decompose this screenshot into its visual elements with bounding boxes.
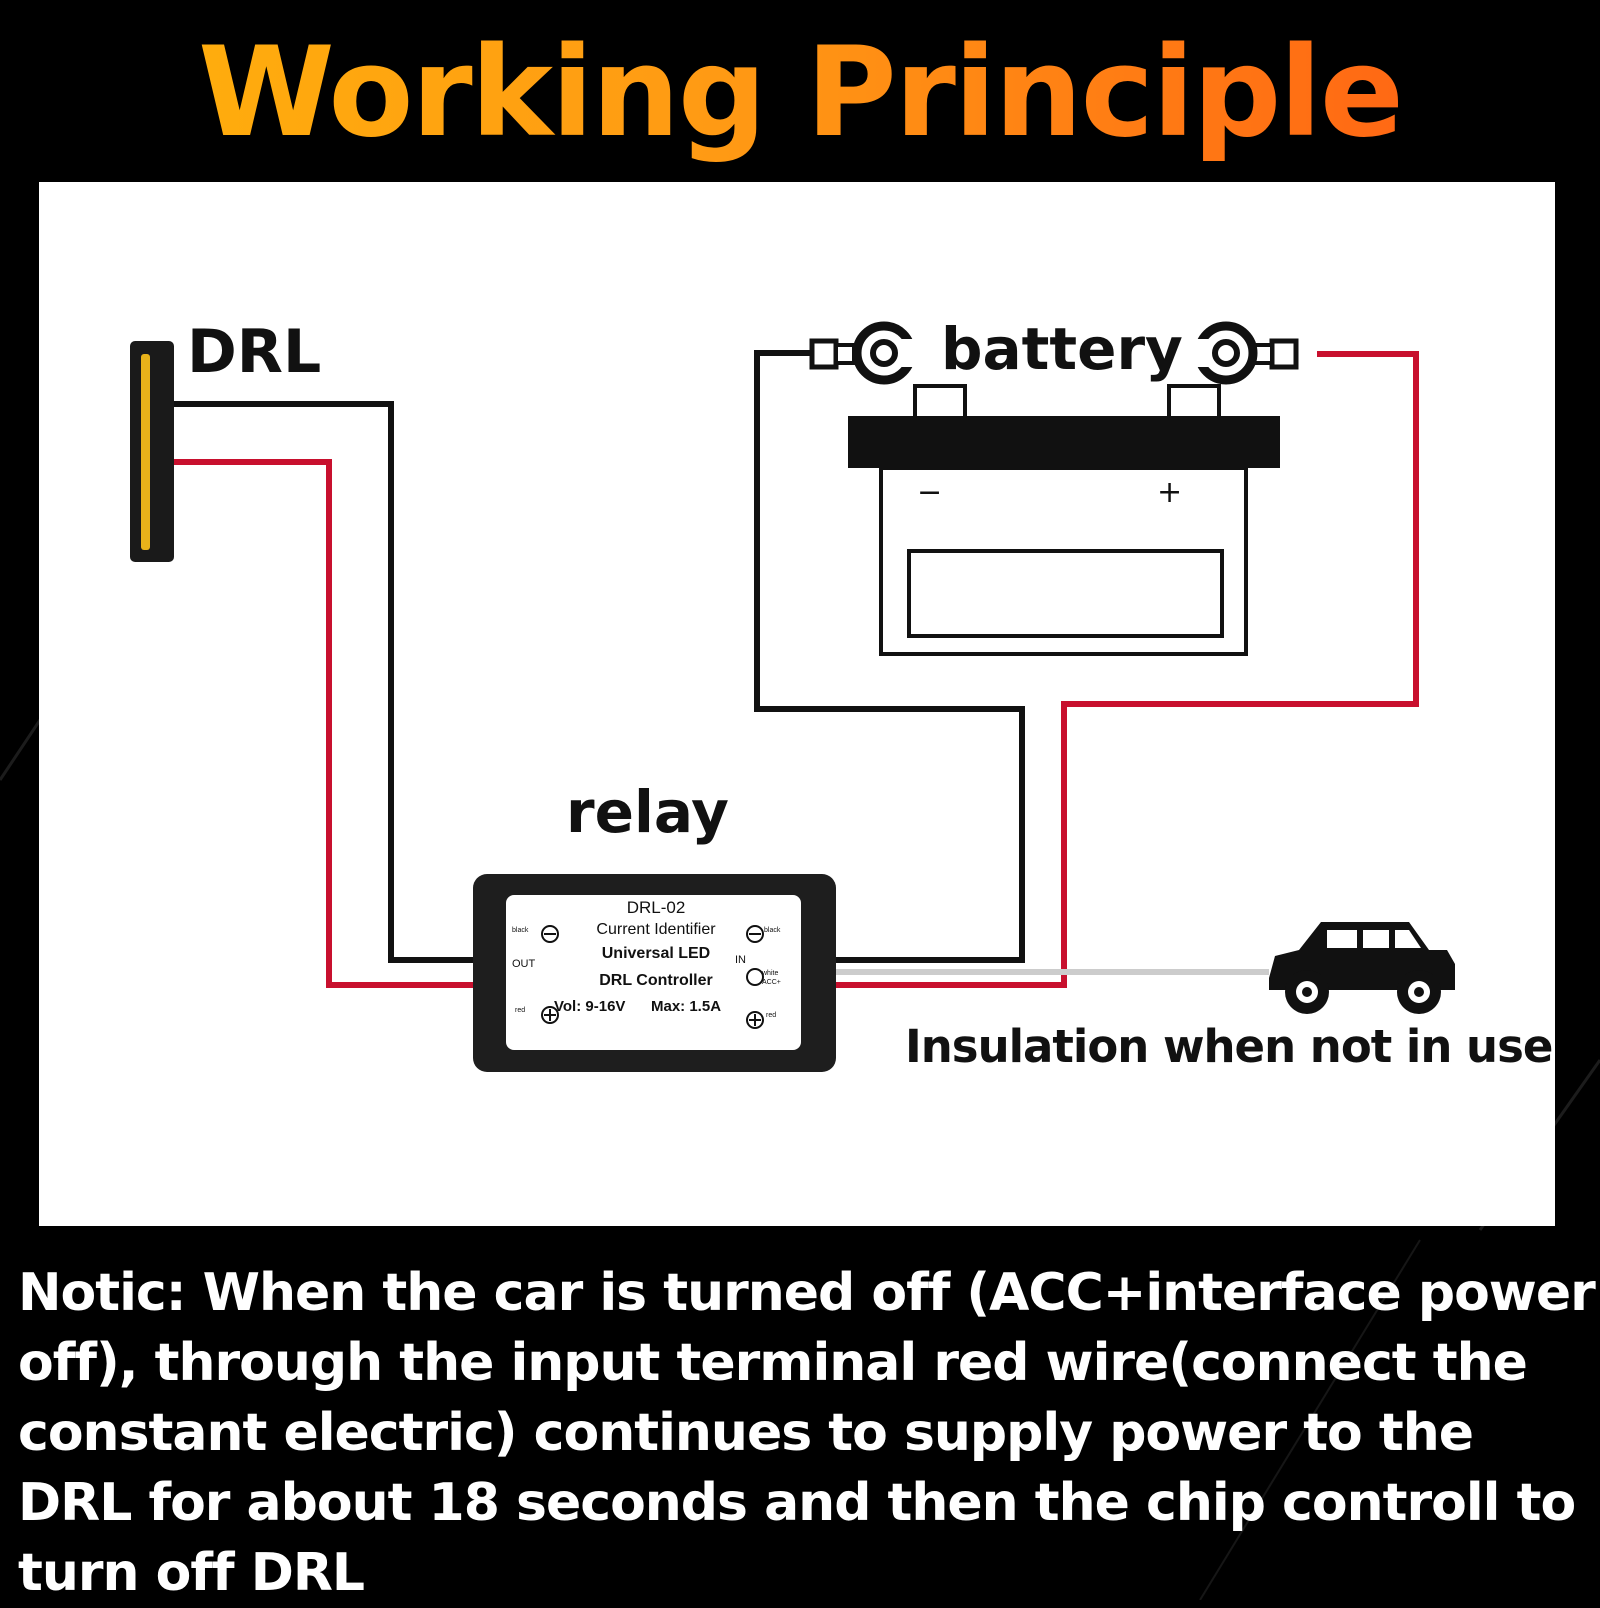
battery-icon bbox=[848, 384, 1280, 656]
insulation-label: Insulation when not in use bbox=[905, 1020, 1553, 1073]
terminal-clamp-icon bbox=[809, 321, 925, 385]
terminal-clamp-icon bbox=[1187, 321, 1299, 385]
relay-in-red-wire bbox=[819, 351, 1419, 988]
drl-label: DRL bbox=[187, 317, 322, 387]
drl-strip-icon bbox=[130, 341, 174, 562]
drl-black-wire bbox=[174, 401, 473, 963]
drl-red-wire bbox=[174, 459, 473, 988]
battery-minus-label: − bbox=[917, 475, 943, 510]
wiring-diagram-panel: DRL battery − + relay Insulation when no… bbox=[39, 182, 1555, 1226]
relay-in-red: red bbox=[766, 1012, 777, 1019]
relay-out-red: red bbox=[515, 1007, 526, 1014]
relay-max-current: Max: 1.5A bbox=[651, 998, 722, 1015]
relay-out-label: OUT bbox=[512, 958, 536, 970]
relay-model: DRL-02 bbox=[626, 898, 686, 917]
relay-out-black: black bbox=[512, 927, 529, 934]
relay-in-white: white bbox=[762, 970, 779, 977]
relay-label: relay bbox=[566, 778, 729, 846]
relay-in-black-wire bbox=[754, 350, 1025, 963]
relay-line-2: Universal LED bbox=[601, 945, 711, 962]
relay-box-icon bbox=[473, 874, 836, 1072]
page-title: Working Principle bbox=[0, 8, 1600, 178]
relay-voltage: Vol: 9-16V bbox=[554, 998, 626, 1015]
battery-label: battery bbox=[941, 315, 1183, 383]
relay-line-1: Current Identifier bbox=[596, 921, 716, 938]
relay-in-label: IN bbox=[735, 954, 746, 966]
battery-plus-label: + bbox=[1157, 475, 1183, 510]
relay-in-acc: ACC+ bbox=[762, 979, 781, 986]
notice-text: Notic: When the car is turned off (ACC+i… bbox=[18, 1263, 1596, 1603]
relay-line-3: DRL Controller bbox=[599, 972, 713, 989]
wiring-diagram bbox=[130, 321, 1455, 1072]
relay-in-black: black bbox=[764, 927, 781, 934]
car-icon bbox=[1269, 922, 1455, 1014]
